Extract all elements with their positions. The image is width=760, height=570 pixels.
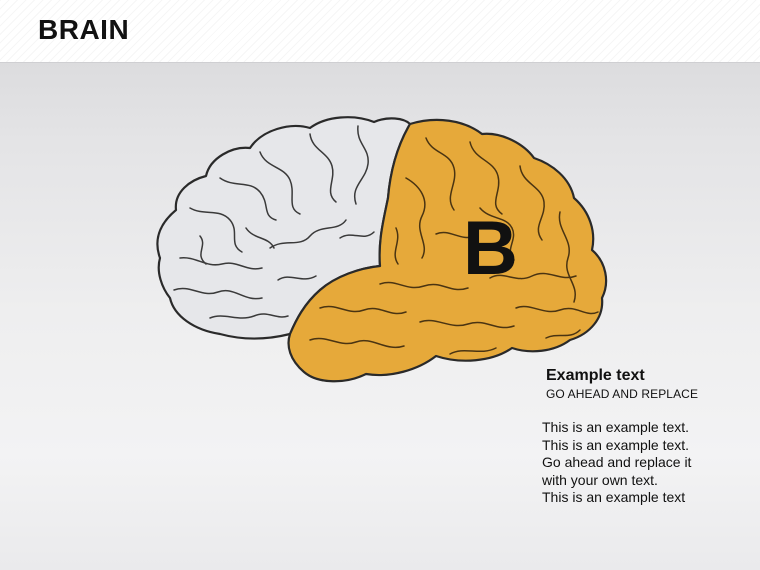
brain-illustration [156,116,608,383]
highlight-letter-label: B [463,206,518,291]
header-bar: BRAIN [0,0,760,63]
brain-region-highlight [287,118,608,383]
example-line: with your own text. [542,471,658,488]
example-line: Go ahead and replace it [542,454,692,470]
example-subtitle: GO AHEAD AND REPLACE [546,387,699,401]
example-line: This is an example text. [542,419,690,435]
page-title: BRAIN [38,14,130,45]
gyri-lines-gray [173,125,375,319]
gyri-lines-highlight [309,137,599,355]
example-body: This is an example text. This is an exam… [542,419,742,507]
brain-diagram [150,108,620,398]
example-title: Example text [546,367,645,384]
example-line: This is an example text [542,489,686,505]
example-line: This is an example text. [542,436,690,453]
